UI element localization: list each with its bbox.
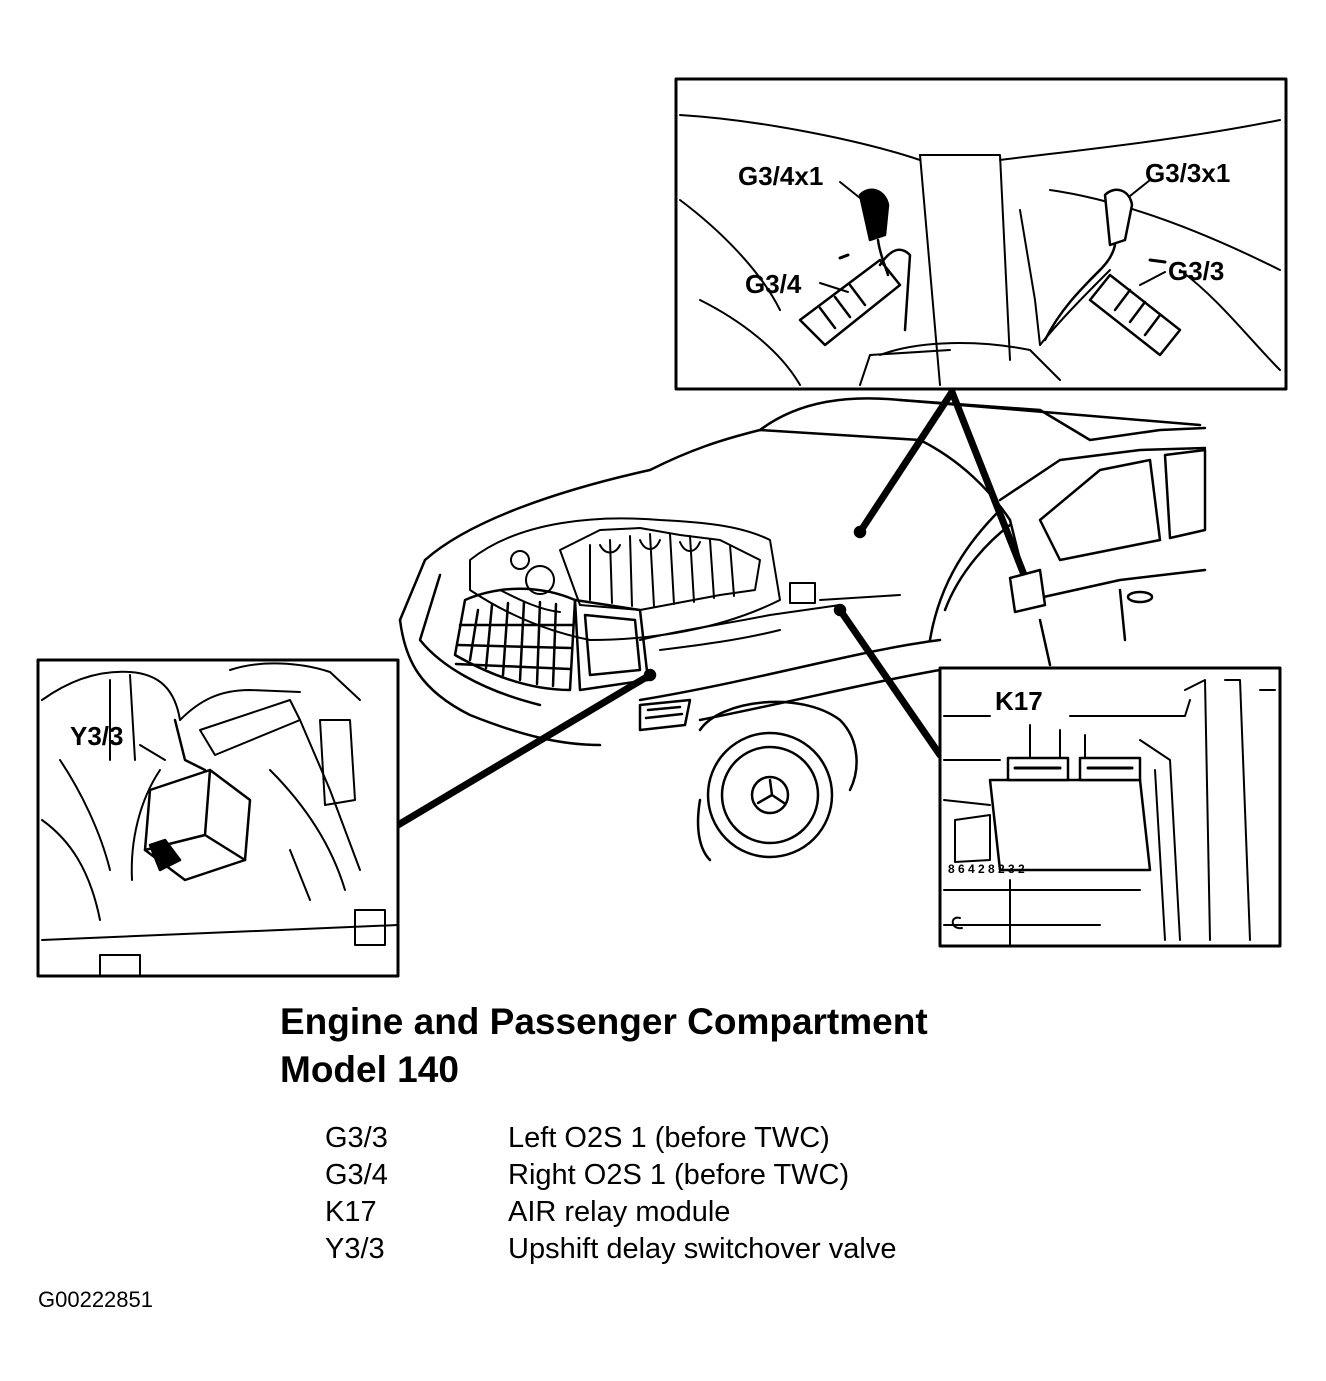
label-g33x1: G3/3x1 xyxy=(1145,158,1230,188)
legend-row: Y3/3 Upshift delay switchover valve xyxy=(325,1231,896,1268)
legend-description: AIR relay module xyxy=(508,1196,731,1228)
legend-description: Upshift delay switchover valve xyxy=(508,1233,897,1265)
label-g33: G3/3 xyxy=(1168,256,1224,286)
legend-description: Left O2S 1 (before TWC) xyxy=(508,1122,830,1154)
inset-o2-sensors: G3/4x1 G3/3x1 G3/4 G3/3 xyxy=(674,77,1288,391)
legend-code: Y3/3 xyxy=(325,1233,385,1265)
relay-pin-numbers: 8 6 4 2 8 2 3 2 xyxy=(948,862,1025,876)
component-legend: G3/3 Left O2S 1 (before TWC) G3/4 Right … xyxy=(325,1120,896,1268)
legend-code: K17 xyxy=(325,1196,377,1228)
inset-y33-valve: Y3/3 xyxy=(36,658,400,978)
figure-id: G00222851 xyxy=(38,1287,153,1312)
label-y33: Y3/3 xyxy=(70,721,124,751)
point-marker xyxy=(643,668,657,682)
title-line-2: Model 140 xyxy=(280,1049,459,1090)
point-marker xyxy=(853,525,867,539)
legend-row: K17 AIR relay module xyxy=(325,1194,896,1231)
legend-code: G3/4 xyxy=(325,1159,388,1191)
label-k17: K17 xyxy=(995,686,1043,716)
leader-lines xyxy=(394,388,1034,829)
legend-description: Right O2S 1 (before TWC) xyxy=(508,1159,850,1191)
diagram-title: Engine and Passenger Compartment Model 1… xyxy=(280,998,928,1094)
inset-k17-relay: K17 8 6 4 2 8 2 3 2 xyxy=(938,666,1282,948)
legend-code: G3/3 xyxy=(325,1122,388,1154)
legend-row: G3/3 Left O2S 1 (before TWC) xyxy=(325,1120,896,1157)
label-g34: G3/4 xyxy=(745,269,802,299)
engine-bay xyxy=(469,517,901,651)
label-g34x1: G3/4x1 xyxy=(738,161,823,191)
point-marker xyxy=(833,603,847,617)
title-line-1: Engine and Passenger Compartment xyxy=(280,1001,928,1042)
legend-row: G3/4 Right O2S 1 (before TWC) xyxy=(325,1157,896,1194)
